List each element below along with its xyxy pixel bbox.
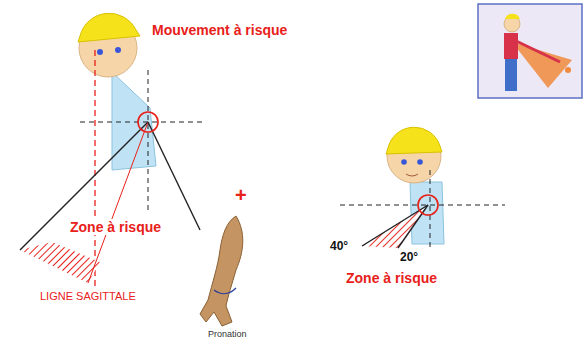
risk-zone [20, 242, 100, 283]
inset-dot [565, 67, 571, 73]
inset-frame [478, 4, 582, 98]
motion-label: Pronation [206, 329, 249, 339]
mouth [406, 174, 418, 176]
left-worker [20, 13, 205, 286]
eye [401, 159, 407, 165]
forearm-hand [200, 216, 243, 326]
zone-label: Zone à risque [344, 270, 439, 286]
vertical-axis [148, 70, 149, 210]
arm-line [88, 122, 148, 283]
right-worker [340, 127, 505, 248]
title: Mouvement à risque [150, 22, 289, 38]
angle-label: 40° [328, 240, 350, 254]
eye [115, 47, 121, 53]
horizontal-axis [80, 122, 205, 123]
plus-sign: + [233, 184, 249, 207]
horizontal-axis [340, 205, 505, 206]
vertical-axis [430, 170, 431, 248]
inset-torso [504, 33, 518, 59]
arm-line [398, 205, 428, 248]
shoulder-joint [418, 195, 438, 215]
inset-hat [505, 14, 520, 19]
eye [417, 159, 423, 165]
rotation-mark [214, 288, 236, 294]
torso [112, 72, 156, 170]
angle-label: 20° [398, 251, 420, 265]
inset-zone [512, 42, 572, 88]
arm-line [362, 205, 428, 246]
zone-label: Zone à risque [68, 219, 163, 235]
hard-hat [78, 13, 140, 42]
hard-hat [386, 127, 442, 154]
eye [97, 49, 103, 55]
inset-arm [514, 40, 560, 62]
arm-line [148, 122, 200, 230]
pronation-arm [200, 216, 243, 326]
risk-zone [362, 205, 428, 248]
inset-legs [505, 59, 517, 91]
shoulder-joint [138, 112, 158, 132]
inset-picture [478, 4, 582, 98]
axis-label: LIGNE SAGITTALE [38, 290, 138, 303]
sagittal-line [94, 50, 95, 286]
